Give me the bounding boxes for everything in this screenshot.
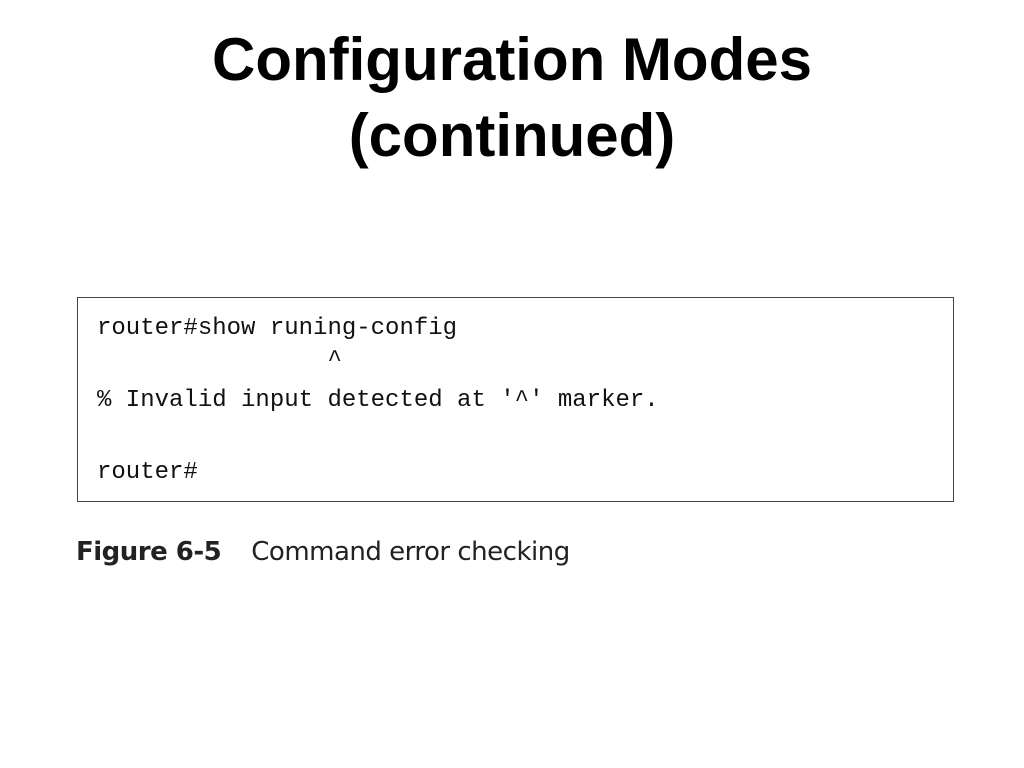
terminal-command-line: router#show runing-config — [97, 315, 458, 342]
figure-caption: Figure 6-5 Command error checking — [76, 534, 570, 570]
terminal-prompt-line: router# — [97, 459, 198, 486]
terminal-error-marker: ^ — [97, 347, 342, 374]
slide-title: Configuration Modes (continued) — [0, 22, 1024, 174]
terminal-error-message: % Invalid input detected at '^' marker. — [97, 387, 659, 414]
figure-label: Figure 6-5 — [76, 537, 222, 567]
slide-title-line-2: (continued) — [348, 102, 676, 169]
figure-caption-text: Command error checking — [251, 537, 570, 567]
slide-title-line-1: Configuration Modes — [212, 26, 812, 93]
terminal-output-box: router#show runing-config ^ % Invalid in… — [77, 297, 954, 502]
